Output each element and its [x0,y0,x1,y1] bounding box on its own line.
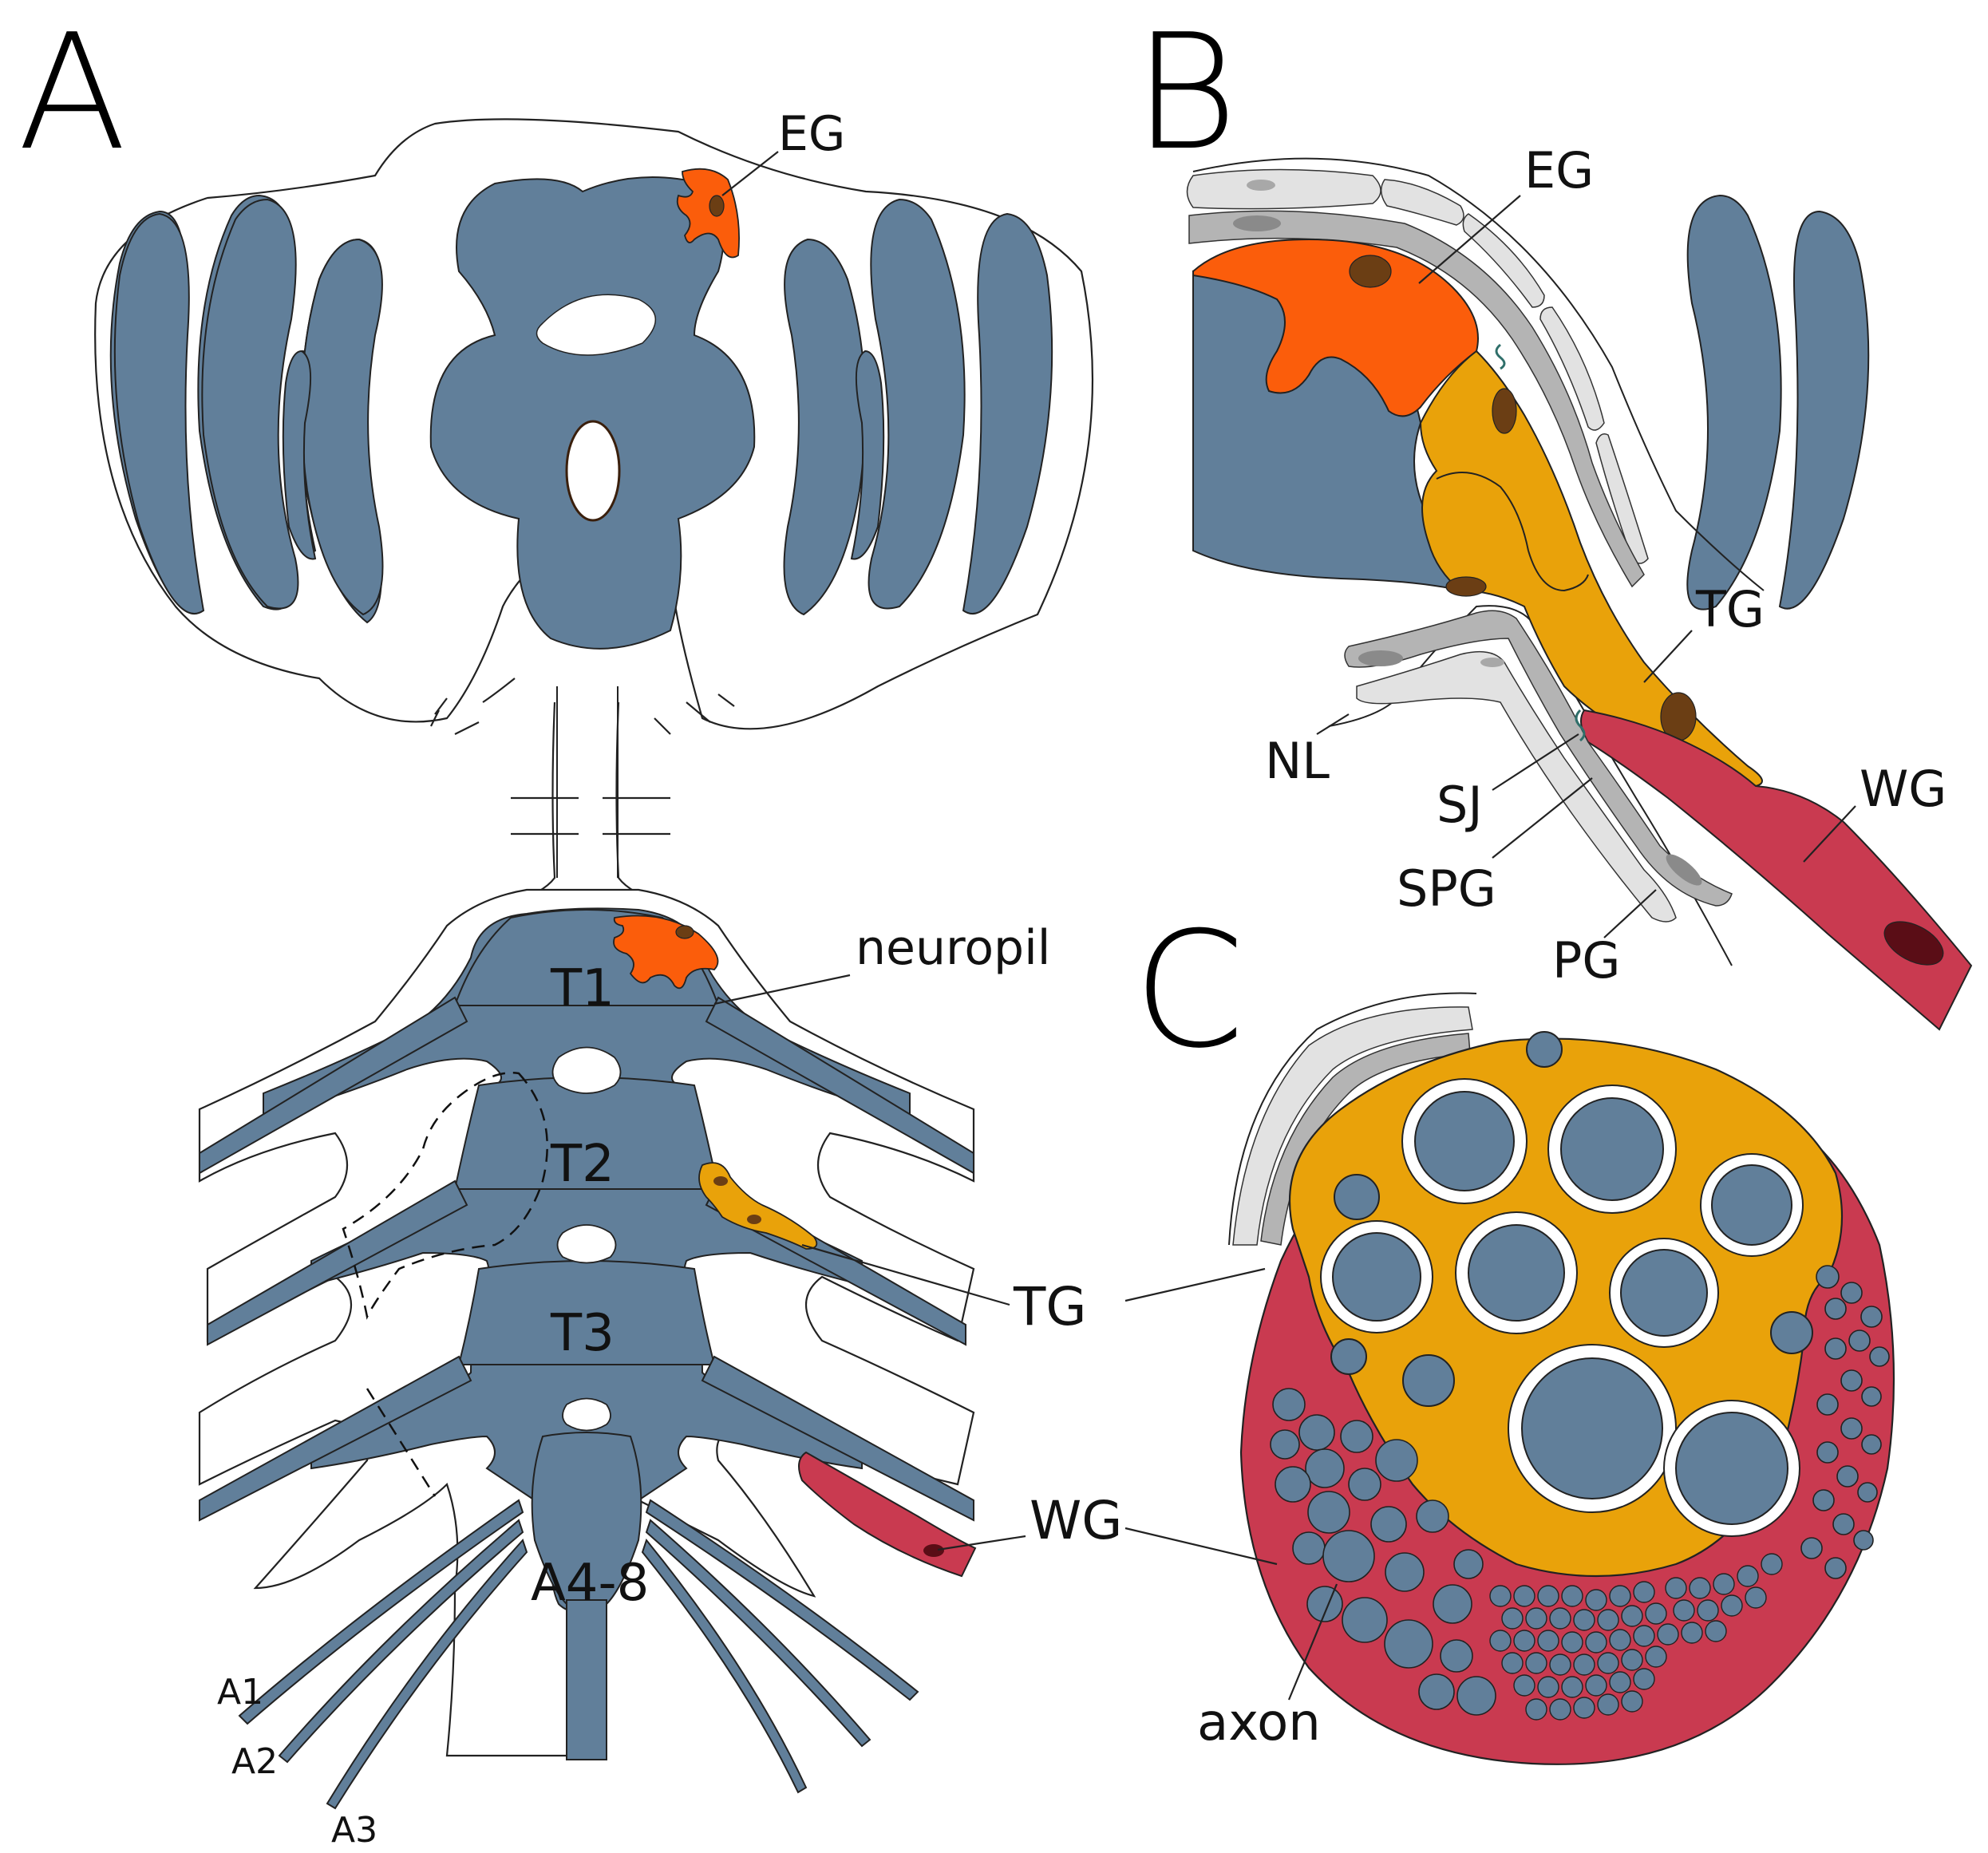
label-tg-a: TG [1013,1276,1086,1337]
label-a48: A4-8 [531,1554,649,1613]
label-t2: T2 [550,1135,615,1194]
neck-connective-left [556,686,558,878]
t3-cut-line [366,1388,437,1497]
label-t1: T1 [550,959,615,1018]
tg-large-axons [1320,1031,1813,1537]
tg-nucleus-b1 [1492,388,1517,434]
vnc-holes [551,1046,622,1432]
neural-lamella-top [1192,157,1765,591]
label-axon: axon [1197,1693,1321,1752]
leader-neuropil [713,974,851,1006]
pg-nucleus-lower [1480,658,1504,667]
leader-wg-b [1803,805,1856,863]
label-wg-b: WG [1860,760,1947,818]
panel-a-letter: A [18,0,127,186]
sheath-c-line [1228,992,1477,1246]
label-t3: T3 [550,1304,615,1363]
tg-boundary-1 [1436,472,1529,551]
panel-b: B [1133,0,1973,1031]
sj-squiggle-lower [1575,709,1586,742]
label-sj: SJ [1437,776,1483,834]
tg-nucleus-b2 [1445,576,1487,597]
label-neuropil: neuropil [856,920,1050,976]
eg-cell-brain [676,168,740,259]
leader-eg-b [1418,195,1521,284]
spg-lower [1344,610,1733,907]
t2-dashed-outline [342,1072,548,1320]
wg-nucleus-t3 [923,1544,944,1557]
pg-cells-top [1186,168,1649,564]
eg-nucleus-t1 [675,925,694,939]
panel-b-letter: B [1133,0,1238,186]
eg-nucleus-brain [709,195,725,217]
leader-tg-a [801,1243,1010,1306]
leader-wg-c [1124,1527,1278,1566]
label-pg: PG [1552,931,1620,990]
brain-hole-lower [565,420,621,522]
sheath-c-outer [1232,1006,1473,1246]
tg-boundary-2 [1528,550,1589,592]
label-spg: SPG [1397,859,1496,918]
label-wg-a: WG [1030,1490,1122,1551]
pg-lower [1356,650,1677,923]
vnc-segments [453,909,720,1760]
eg-nucleus-b [1349,255,1392,288]
tg-cell-t2 [698,1162,818,1250]
leader-tg-b [1643,630,1693,683]
panel-c: C [1124,898,1895,1765]
neck-connective-right [617,686,619,878]
label-a1: A1 [217,1672,263,1713]
panel-c-letter: C [1133,898,1245,1084]
leader-nl [1316,713,1350,735]
panel-a: A [18,0,1870,1851]
wg-nucleus-b [1883,921,1944,966]
leader-eg-a [721,151,779,196]
leader-spg [1492,777,1593,859]
eg-cell-b [1192,238,1479,417]
spg-nucleus-lower-2 [1666,854,1702,886]
abdominal-nerves [238,1499,919,1810]
label-tg-b: TG [1695,580,1765,638]
spg-nucleus-lower [1358,650,1403,666]
label-nl: NL [1265,732,1330,790]
leader-sj [1492,733,1579,791]
label-eg-b: EG [1524,141,1594,200]
label-a2: A2 [231,1741,278,1782]
wg-cell-b [1580,709,1973,1031]
leader-axon [1287,1583,1338,1701]
tg-nucleus-1 [713,1176,728,1186]
label-a3: A3 [331,1810,377,1851]
label-eg-a: EG [778,106,845,162]
wg-dense-axons [1489,1553,1783,1721]
leader-pg [1603,889,1657,938]
connectives [430,678,735,903]
leader-tg-c [1124,1267,1266,1302]
brain-lobes [113,176,1053,650]
spg-top [1188,210,1645,588]
tg-nucleus-2 [747,1215,761,1224]
sj-squiggle-top [1495,343,1506,370]
spg-nucleus-top [1233,215,1281,231]
wg-small-axons [1270,1265,1890,1716]
leader-wg-a [937,1535,1026,1551]
pg-nucleus-top [1247,180,1275,191]
brain-hole-upper [536,294,656,356]
